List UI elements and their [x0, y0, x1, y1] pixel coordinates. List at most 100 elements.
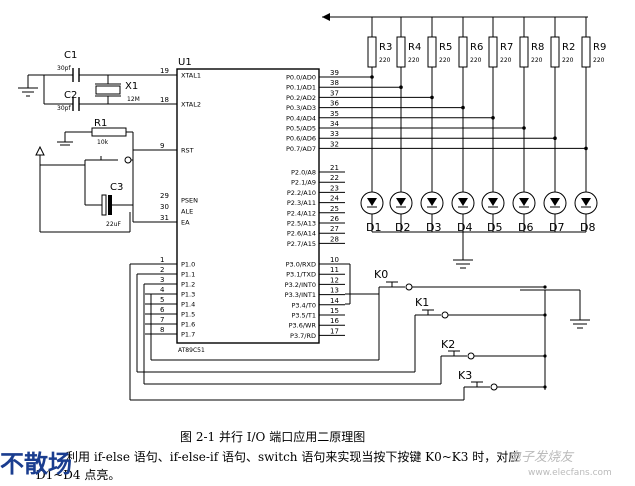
mcu-pin-name: P0.5/AD5	[286, 125, 316, 133]
mcu-pin-number: 35	[330, 110, 339, 118]
resistor	[550, 36, 560, 68]
mcu-pin-p10: P1.01	[145, 256, 195, 269]
mcu-pin-number: 7	[160, 316, 164, 324]
mcu-pin-name: P3.5/T1	[291, 312, 316, 320]
mcu-pin-number: 13	[330, 287, 339, 295]
mcu-pin-name: P2.6/A14	[287, 230, 316, 238]
led-ref: D1	[366, 221, 381, 234]
mcu-pin-number: 9	[160, 142, 164, 150]
key-label: K0	[374, 268, 388, 281]
mcu-pin-number: 31	[160, 214, 169, 222]
mcu-pin-name: P1.1	[181, 271, 195, 279]
mcu-pin-number: 27	[330, 225, 339, 233]
oscillator-circuit: C1 30pf C2 30pf X1 12M	[18, 50, 177, 112]
resistor-ref: R8	[531, 42, 544, 53]
resistor-value: 220	[379, 57, 391, 64]
mcu-pin-number: 6	[160, 306, 165, 314]
figure-caption: 图 2-1 并行 I/O 端口应用二原理图	[180, 430, 366, 444]
mcu-pin-name: XTAL2	[181, 101, 201, 109]
key-k0: K0	[374, 268, 547, 291]
mcu-pin-number: 24	[330, 195, 339, 203]
key-k1: K1	[415, 296, 547, 319]
mcu-pin-number: 30	[160, 203, 169, 211]
resistor	[458, 36, 468, 68]
mcu-pin-name: EA	[181, 219, 190, 227]
resistor	[519, 36, 529, 68]
mcu-part: AT89C51	[178, 347, 205, 354]
mcu-pin-name: P0.0/AD0	[286, 74, 316, 82]
resistor-ref: R7	[500, 42, 513, 53]
key-wire-1	[129, 263, 465, 401]
mcu-pin-number: 25	[330, 205, 339, 213]
body-line-1: 利用 if-else 语句、if-else-if 语句、switch 语句来实现…	[66, 450, 521, 464]
resistor	[396, 36, 406, 68]
mcu-pin-name: P3.7/RD	[290, 332, 316, 340]
mcu-pin-name: P2.4/A12	[287, 209, 316, 217]
resistor	[427, 36, 437, 68]
led-ref: D2	[395, 221, 410, 234]
mcu-pin-name: P1.4	[181, 301, 195, 309]
reset-circuit: R1 10k C3 22uF	[35, 118, 177, 233]
mcu-pin-p37rd: P3.7/RD 17	[290, 327, 345, 340]
c1-ref: C1	[64, 50, 77, 61]
resistor-ref: R6	[470, 42, 483, 53]
c3-value: 22uF	[106, 221, 121, 228]
key-k2: K2	[441, 338, 547, 360]
mcu-pin-name: P1.2	[181, 281, 195, 289]
key-wire-3	[143, 283, 442, 385]
mcu-pin-p17: P1.78	[145, 326, 195, 339]
mcu-pin-number: 15	[330, 307, 339, 315]
resistor-value: 220	[470, 57, 482, 64]
key-wire-2	[136, 273, 416, 373]
resistor-ref: R4	[408, 42, 421, 53]
c1-value: 30pf	[57, 65, 71, 72]
c3-ref: C3	[110, 182, 123, 193]
mcu-pin-name: P2.5/A13	[287, 220, 316, 228]
led-anode	[427, 198, 437, 206]
mcu-pin-name: P2.3/A11	[287, 199, 316, 207]
led-anode	[581, 198, 591, 206]
mcu-pin-p11: P1.12	[145, 266, 195, 279]
led-bank: R3220D1R4220D2R5220D3R6220D4R7220D5R8220…	[322, 13, 606, 269]
resistor-value: 220	[593, 57, 605, 64]
mcu-pin-number: 34	[330, 120, 339, 128]
mcu-pin-name: P0.1/AD1	[286, 84, 316, 92]
mcu-left-pins: XTAL119XTAL218RST9PSEN29ALE30EA31P1.01P1…	[145, 67, 201, 339]
led-anode	[396, 198, 406, 206]
mcu-pin-name: P1.3	[181, 291, 195, 299]
resistor-value: 220	[531, 57, 543, 64]
mcu-pin-number: 18	[160, 96, 169, 104]
elecfans-logo: 电子发烧友	[508, 450, 574, 465]
mcu-pin-number: 36	[330, 100, 339, 108]
mcu-pin-name: P3.3/INT1	[285, 291, 316, 299]
resistor-ref: R3	[379, 42, 392, 53]
mcu-pin-p14: P1.45	[145, 296, 195, 309]
mcu-pin-p23a11: P2.3/A11 24	[287, 195, 345, 207]
mcu-pin-name: RST	[181, 147, 194, 155]
led-ref: D8	[580, 221, 595, 234]
mcu-pin-number: 17	[330, 327, 339, 335]
mcu-pin-p26a14: P2.6/A14 27	[287, 225, 345, 238]
c2-ref: C2	[64, 90, 77, 101]
key-k3: K3	[458, 369, 547, 391]
mcu-pin-number: 8	[160, 326, 164, 334]
mcu-pin-p12: P1.23	[145, 276, 195, 289]
mcu-pin-number: 4	[160, 286, 165, 294]
mcu-right-pins: P0.0/AD039P0.1/AD138P0.2/AD237P0.3/AD336…	[285, 69, 345, 340]
r1-ref: R1	[94, 118, 107, 129]
